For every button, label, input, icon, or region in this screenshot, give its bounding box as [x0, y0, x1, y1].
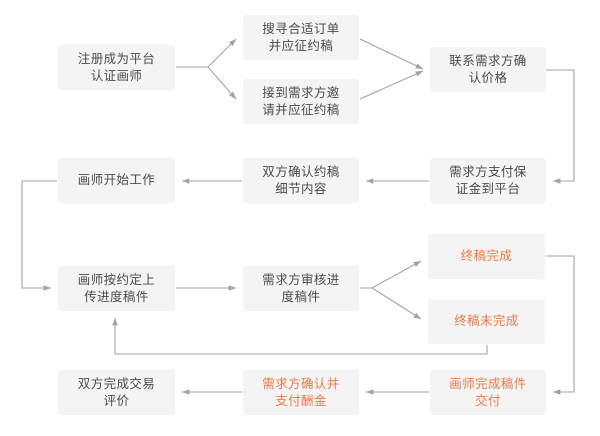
node-final-done-label: 终稿完成	[460, 249, 513, 263]
node-search-order[interactable]: 搜寻合适订单 并应征约稿	[243, 15, 359, 60]
edge-review-wip-to-final-done	[360, 260, 422, 289]
edge-receive-invite-to-confirm-price	[359, 70, 424, 100]
node-register-label: 注册成为平台 认证画师	[77, 51, 156, 83]
edge-register-to-receive-invite	[176, 66, 237, 100]
edge-review-wip-to-final-not-done	[360, 287, 422, 320]
node-final-done[interactable]: 终稿完成	[428, 234, 545, 279]
node-confirm-price[interactable]: 联系需求方确 认价格	[430, 47, 546, 92]
node-final-not-done-label: 终稿未完成	[454, 314, 519, 328]
edge-artist-start-to-upload-wip	[21, 180, 57, 291]
edge-final-not-done-to-upload-wip	[112, 317, 488, 355]
node-confirm-price-label: 联系需求方确 认价格	[449, 53, 527, 85]
node-receive-invite-label: 接到需求方邀 请并应征约稿	[262, 85, 340, 117]
node-artist-start[interactable]: 画师开始工作	[58, 158, 175, 203]
node-deliver-label: 画师完成稿件 交付	[449, 376, 527, 408]
node-pay-deposit[interactable]: 需求方支付保 证金到平台	[430, 158, 546, 203]
node-evaluate-label: 双方完成交易 评价	[77, 376, 156, 408]
node-final-not-done[interactable]: 终稿未完成	[428, 299, 545, 344]
node-receive-invite[interactable]: 接到需求方邀 请并应征约稿	[243, 79, 359, 124]
node-upload-wip-label: 画师按约定上 传进度稿件	[77, 272, 156, 304]
node-pay-fee[interactable]: 需求方确认并 支付酬金	[243, 370, 359, 415]
node-pay-deposit-label: 需求方支付保 证金到平台	[449, 164, 527, 196]
node-review-wip[interactable]: 需求方审核进 度稿件	[243, 266, 359, 311]
node-confirm-detail-label: 双方确认约稿 细节内容	[262, 164, 340, 196]
edge-confirm-price-to-pay-deposit	[546, 69, 575, 184]
node-deliver[interactable]: 画师完成稿件 交付	[430, 370, 546, 415]
node-register[interactable]: 注册成为平台 认证画师	[58, 45, 175, 90]
edge-final-done-to-deliver	[546, 255, 575, 395]
edge-search-order-to-confirm-price	[359, 38, 424, 70]
node-evaluate[interactable]: 双方完成交易 评价	[58, 370, 175, 415]
node-artist-start-label: 画师开始工作	[77, 173, 156, 187]
edge-register-to-search-order	[176, 38, 237, 68]
node-upload-wip[interactable]: 画师按约定上 传进度稿件	[58, 266, 175, 311]
node-confirm-detail[interactable]: 双方确认约稿 细节内容	[243, 158, 359, 203]
node-pay-fee-label: 需求方确认并 支付酬金	[262, 376, 340, 408]
node-search-order-label: 搜寻合适订单 并应征约稿	[262, 21, 340, 53]
node-review-wip-label: 需求方审核进 度稿件	[262, 272, 340, 304]
